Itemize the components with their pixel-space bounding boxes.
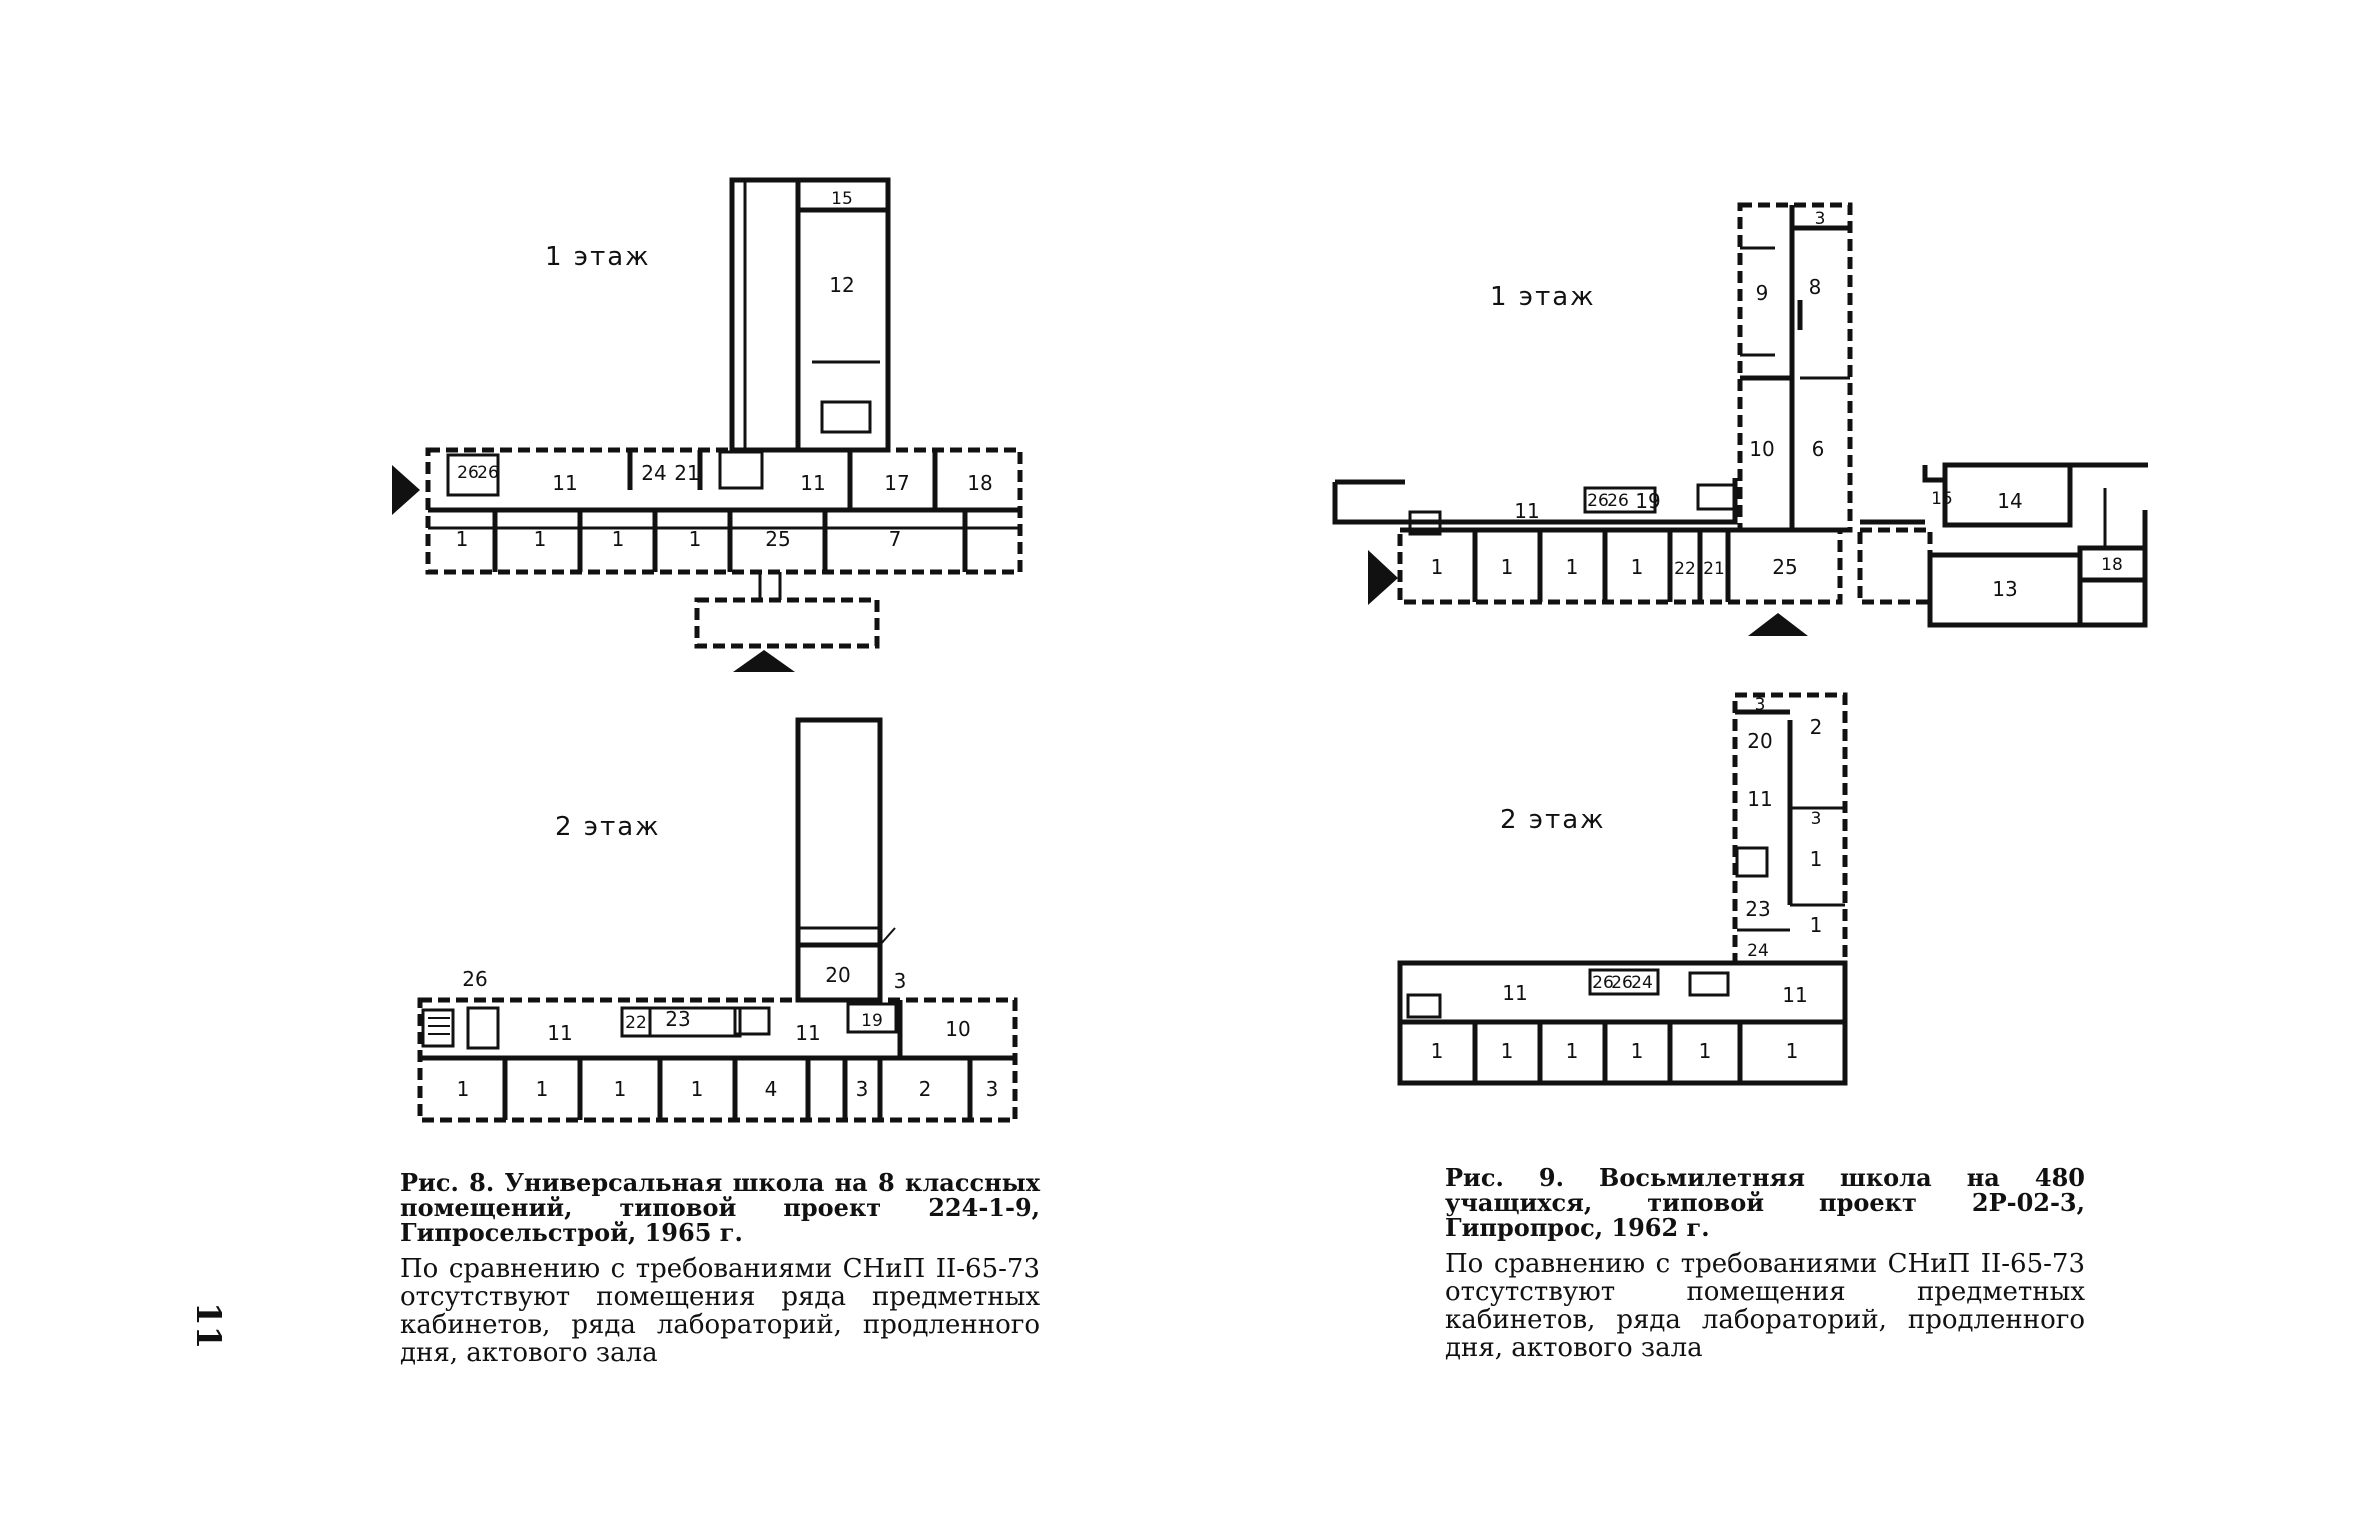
room-number: 1 xyxy=(1501,555,1514,579)
fig9-floor1-plan: 3 9 8 10 6 11 26 26 19 15 14 1 1 1 1 22 … xyxy=(1332,202,2148,636)
room-number: 1 xyxy=(691,1077,704,1101)
room-number: 4 xyxy=(765,1077,778,1101)
room-number: 15 xyxy=(831,189,853,209)
fig8-caption-text: Универсальная школа на 8 классных помеще… xyxy=(400,1168,1040,1247)
room-number: 3 xyxy=(1755,695,1766,715)
room-number: 26 xyxy=(1607,491,1629,511)
room-number: 1 xyxy=(1810,913,1823,937)
fig9-caption-title: Рис. 9. Восьмилетняя школа на 480 учащих… xyxy=(1445,1165,2085,1240)
room-number: 11 xyxy=(800,471,825,495)
fig8-floor2-label: 2 этаж xyxy=(555,812,661,842)
room-number: 26 xyxy=(462,967,487,991)
page-number: 11 xyxy=(188,1302,228,1350)
room-number: 3 xyxy=(986,1077,999,1101)
fig9-floor1-label: 1 этаж xyxy=(1490,282,1596,312)
room-number: 19 xyxy=(1635,489,1660,513)
room-number: 18 xyxy=(2101,555,2123,575)
fig8-caption-number: Рис. 8. xyxy=(400,1168,495,1197)
fig9-caption: Рис. 9. Восьмилетняя школа на 480 учащих… xyxy=(1445,1165,2085,1362)
room-number: 1 xyxy=(1431,1039,1444,1063)
fig9-caption-text: Восьмилетняя школа на 480 учащихся, типо… xyxy=(1445,1163,2085,1242)
room-number: 1 xyxy=(612,527,625,551)
fig8-floor1-plan: 15 12 26 26 11 24 21 11 17 18 1 1 1 1 25… xyxy=(392,177,1023,672)
room-number: 3 xyxy=(1811,809,1822,829)
room-number: 9 xyxy=(1756,281,1769,305)
room-number: 1 xyxy=(536,1077,549,1101)
room-number: 1 xyxy=(1810,847,1823,871)
room-number: 20 xyxy=(825,963,850,987)
fig8-floor2-plan: 26 20 3 22 23 11 11 19 10 1 1 1 1 4 3 2 … xyxy=(417,717,1018,1123)
room-number: 26 xyxy=(1611,973,1633,993)
room-number: 1 xyxy=(1566,555,1579,579)
room-number: 1 xyxy=(1501,1039,1514,1063)
room-number: 1 xyxy=(1631,1039,1644,1063)
room-number: 23 xyxy=(1745,897,1770,921)
room-number: 13 xyxy=(1992,577,2017,601)
room-number: 1 xyxy=(457,1077,470,1101)
room-number: 21 xyxy=(1703,559,1725,579)
room-number: 11 xyxy=(795,1021,820,1045)
room-number: 3 xyxy=(856,1077,869,1101)
room-number: 24 xyxy=(1631,973,1653,993)
room-number: 25 xyxy=(1772,555,1797,579)
room-number: 11 xyxy=(1502,981,1527,1005)
room-number: 26 xyxy=(1592,973,1614,993)
room-number: 10 xyxy=(1749,437,1774,461)
room-number: 1 xyxy=(689,527,702,551)
room-number: 26 xyxy=(457,463,479,483)
fig8-caption-title: Рис. 8. Универсальная школа на 8 классны… xyxy=(400,1170,1040,1245)
fig9-floor2-label: 2 этаж xyxy=(1500,805,1606,835)
fig9-caption-body: По сравнению с требованиями СНиП II-65-7… xyxy=(1445,1249,2085,1363)
room-number: 26 xyxy=(1587,491,1609,511)
room-number: 15 xyxy=(1931,489,1953,509)
room-number: 1 xyxy=(614,1077,627,1101)
room-number: 6 xyxy=(1812,437,1825,461)
room-number: 12 xyxy=(829,273,854,297)
room-number: 11 xyxy=(1782,983,1807,1007)
room-number: 2 xyxy=(1810,715,1823,739)
room-number: 21 xyxy=(674,461,699,485)
room-number: 1 xyxy=(1699,1039,1712,1063)
fig8-caption-body: По сравнению с требованиями СНиП II-65-7… xyxy=(400,1254,1040,1368)
room-number: 11 xyxy=(552,471,577,495)
room-number: 25 xyxy=(765,527,790,551)
fig9-floor2-plan: 3 20 2 11 3 1 23 1 24 26 26 24 11 11 1 1… xyxy=(1397,692,1848,1086)
room-number: 1 xyxy=(1431,555,1444,579)
room-number: 20 xyxy=(1747,729,1772,753)
room-number: 2 xyxy=(919,1077,932,1101)
room-number: 1 xyxy=(456,527,469,551)
room-number: 1 xyxy=(1786,1039,1799,1063)
room-number: 3 xyxy=(1815,209,1826,229)
room-number: 11 xyxy=(547,1021,572,1045)
room-number: 11 xyxy=(1747,787,1772,811)
room-number: 24 xyxy=(1747,941,1769,961)
room-number: 22 xyxy=(1674,559,1696,579)
room-number: 11 xyxy=(1514,499,1539,523)
room-number: 18 xyxy=(967,471,992,495)
room-number: 3 xyxy=(894,969,907,993)
room-number: 1 xyxy=(1566,1039,1579,1063)
room-number: 17 xyxy=(884,471,909,495)
room-number: 8 xyxy=(1809,275,1822,299)
room-number: 7 xyxy=(889,527,902,551)
room-number: 19 xyxy=(861,1011,883,1031)
room-number: 23 xyxy=(665,1007,690,1031)
room-number: 1 xyxy=(534,527,547,551)
room-number: 10 xyxy=(945,1017,970,1041)
room-number: 14 xyxy=(1997,489,2022,513)
room-number: 24 xyxy=(641,461,666,485)
room-number: 1 xyxy=(1631,555,1644,579)
fig9-caption-number: Рис. 9. xyxy=(1445,1163,1564,1192)
fig8-caption: Рис. 8. Универсальная школа на 8 классны… xyxy=(400,1170,1040,1367)
fig8-floor1-label: 1 этаж xyxy=(545,242,651,272)
room-number: 26 xyxy=(477,463,499,483)
room-number: 22 xyxy=(625,1013,647,1033)
